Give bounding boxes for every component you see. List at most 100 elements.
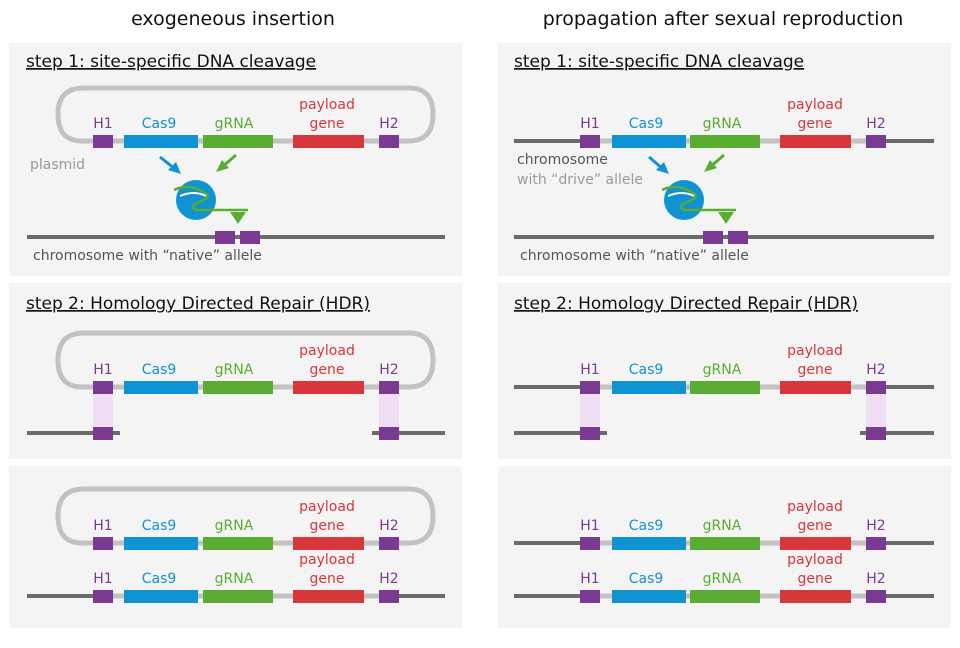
chromosome-h2-block: [866, 427, 886, 440]
plasmid-label: plasmid: [30, 157, 85, 173]
h1-block: [93, 537, 113, 550]
h1-block: [580, 381, 600, 394]
drive-chromosome-label: chromosome: [517, 152, 608, 168]
native-chromosome-label: chromosome with “native” allele: [520, 248, 749, 264]
cas9-label: Cas9: [142, 362, 177, 378]
h1-label: H1: [580, 571, 599, 587]
payload-block: [780, 537, 851, 550]
h2-block: [866, 381, 886, 394]
payload-label-line2: gene: [798, 362, 833, 378]
h1-label: H1: [93, 116, 112, 132]
right-step2-heading: step 2: Homology Directed Repair (HDR): [514, 294, 858, 314]
h2-label: H2: [379, 362, 398, 378]
native-h2-block: [240, 231, 260, 244]
h2-label: H2: [379, 571, 398, 587]
guide-rna-strand-icon: [661, 185, 736, 212]
payload-label-line1: payload: [299, 343, 355, 359]
grna-block: [203, 135, 273, 148]
h2-label: H2: [866, 571, 885, 587]
plasmid-loop: [55, 85, 436, 144]
grna-label: gRNA: [215, 116, 254, 132]
chromosome-h1-block: [93, 427, 113, 440]
cas9-label: Cas9: [629, 518, 664, 534]
right-step1-heading: step 1: site-specific DNA cleavage: [514, 52, 804, 72]
h2-label: H2: [866, 518, 885, 534]
h1-block: [93, 135, 113, 148]
homology-pairing-h1: [93, 393, 113, 427]
homology-pairing-h2: [379, 393, 399, 427]
h1-label: H1: [93, 362, 112, 378]
cas9-arrowhead-icon: [656, 162, 669, 174]
payload-label-line1: payload: [299, 552, 355, 568]
h1-label: H1: [93, 518, 112, 534]
left-step1-heading: step 1: site-specific DNA cleavage: [26, 52, 316, 72]
cas9-block: [124, 135, 198, 148]
native-chromosome-label: chromosome with “native” allele: [33, 248, 262, 264]
grna-arrowhead-icon: [704, 160, 717, 172]
payload-label-line2: gene: [310, 571, 345, 587]
guide-rna-strand-inner-icon: [667, 192, 695, 197]
h2-block: [866, 135, 886, 148]
payload-label-line1: payload: [787, 97, 843, 113]
native-h2-block: [728, 231, 748, 244]
cut-site-marker-icon: [230, 212, 246, 224]
grna-block: [690, 590, 760, 603]
payload-block: [293, 135, 364, 148]
grna-block: [203, 590, 273, 603]
payload-label-line2: gene: [798, 571, 833, 587]
cas9-label: Cas9: [142, 518, 177, 534]
drive-allele-label: with “drive” allele: [517, 172, 643, 188]
payload-label-line2: gene: [310, 116, 345, 132]
cas9-block: [612, 537, 686, 550]
payload-label-line1: payload: [787, 552, 843, 568]
cas9-block: [124, 537, 198, 550]
right-column-title: propagation after sexual reproduction: [543, 8, 904, 30]
left-step2-heading: step 2: Homology Directed Repair (HDR): [26, 294, 370, 314]
h1-label: H1: [580, 116, 599, 132]
h2-block: [379, 537, 399, 550]
cas9-label: Cas9: [142, 116, 177, 132]
cas9-arrowhead-icon: [168, 162, 181, 174]
payload-label-line2: gene: [798, 116, 833, 132]
payload-block: [780, 590, 851, 603]
grna-label: gRNA: [703, 362, 742, 378]
grna-block: [690, 537, 760, 550]
h2-block: [379, 590, 399, 603]
h2-block: [866, 537, 886, 550]
native-h1-block: [703, 231, 723, 244]
cas9-block: [612, 135, 686, 148]
h2-label: H2: [866, 116, 885, 132]
h2-block: [379, 381, 399, 394]
grna-label: gRNA: [215, 571, 254, 587]
plasmid-loop: [55, 486, 436, 546]
grna-label: gRNA: [703, 518, 742, 534]
h1-label: H1: [93, 571, 112, 587]
chromosome-h1-block: [580, 427, 600, 440]
guide-rna-strand-inner-icon: [179, 192, 207, 197]
payload-block: [293, 381, 364, 394]
grna-label: gRNA: [703, 116, 742, 132]
cas9-label: Cas9: [629, 116, 664, 132]
cas9-protein-icon: [176, 180, 216, 220]
homology-pairing-h1: [580, 393, 600, 427]
h2-label: H2: [379, 116, 398, 132]
h1-label: H1: [580, 518, 599, 534]
grna-label: gRNA: [215, 362, 254, 378]
cas9-block: [612, 590, 686, 603]
cas9-label: Cas9: [142, 571, 177, 587]
payload-block: [780, 135, 851, 148]
h1-block: [93, 381, 113, 394]
payload-block: [780, 381, 851, 394]
payload-label-line1: payload: [299, 97, 355, 113]
cas9-block: [124, 381, 198, 394]
cas9-block: [124, 590, 198, 603]
cas9-label: Cas9: [629, 362, 664, 378]
h1-block: [580, 537, 600, 550]
payload-label-line1: payload: [787, 499, 843, 515]
payload-label-line2: gene: [310, 518, 345, 534]
grna-block: [690, 381, 760, 394]
left-column-title: exogeneous insertion: [131, 8, 335, 30]
cas9-protein-icon: [664, 180, 704, 220]
h2-block: [379, 135, 399, 148]
